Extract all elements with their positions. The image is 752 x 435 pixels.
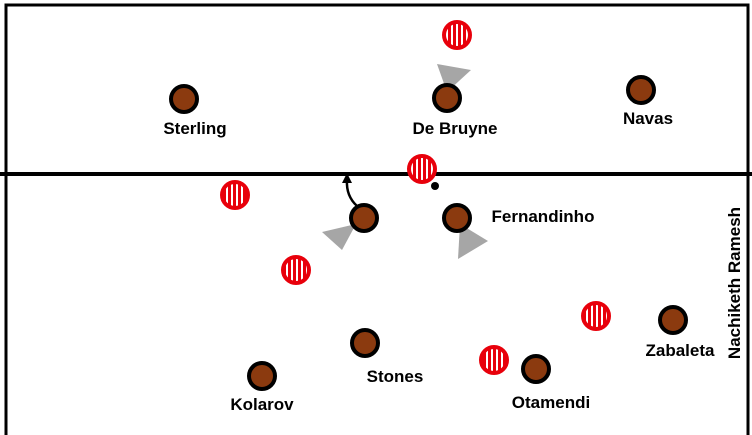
label-sterling: Sterling [163, 119, 226, 138]
arrow-head-icon [342, 173, 352, 183]
label-otamendi: Otamendi [512, 393, 590, 412]
label-de-bruyne: De Bruyne [412, 119, 497, 138]
movement-arrow [345, 179, 358, 207]
player-fernandinho [442, 203, 472, 233]
pitch-boundary [4, 3, 750, 435]
author-credit: Nachiketh Ramesh [725, 207, 744, 359]
opponent-marker [220, 180, 250, 210]
player-stones [350, 328, 380, 358]
vision-cone-midfielder [322, 224, 356, 250]
label-kolarov: Kolarov [230, 395, 294, 414]
player-kolarov [247, 361, 277, 391]
label-stones: Stones [367, 367, 424, 386]
opponent-marker [479, 345, 509, 375]
player-otamendi [521, 354, 551, 384]
opponent-marker [581, 301, 611, 331]
player-de-bruyne [432, 83, 462, 113]
player-zabaleta [658, 305, 688, 335]
opponent-marker [442, 20, 472, 50]
vision-cone-fernandinho [458, 224, 488, 259]
player-unlabeled [349, 203, 379, 233]
opponent-marker [407, 154, 437, 184]
label-navas: Navas [623, 109, 673, 128]
player-navas [626, 75, 656, 105]
label-zabaleta: Zabaleta [646, 341, 716, 360]
player-sterling [169, 84, 199, 114]
opponent-marker [281, 255, 311, 285]
ball [431, 182, 439, 190]
label-fernandinho: Fernandinho [492, 207, 595, 226]
